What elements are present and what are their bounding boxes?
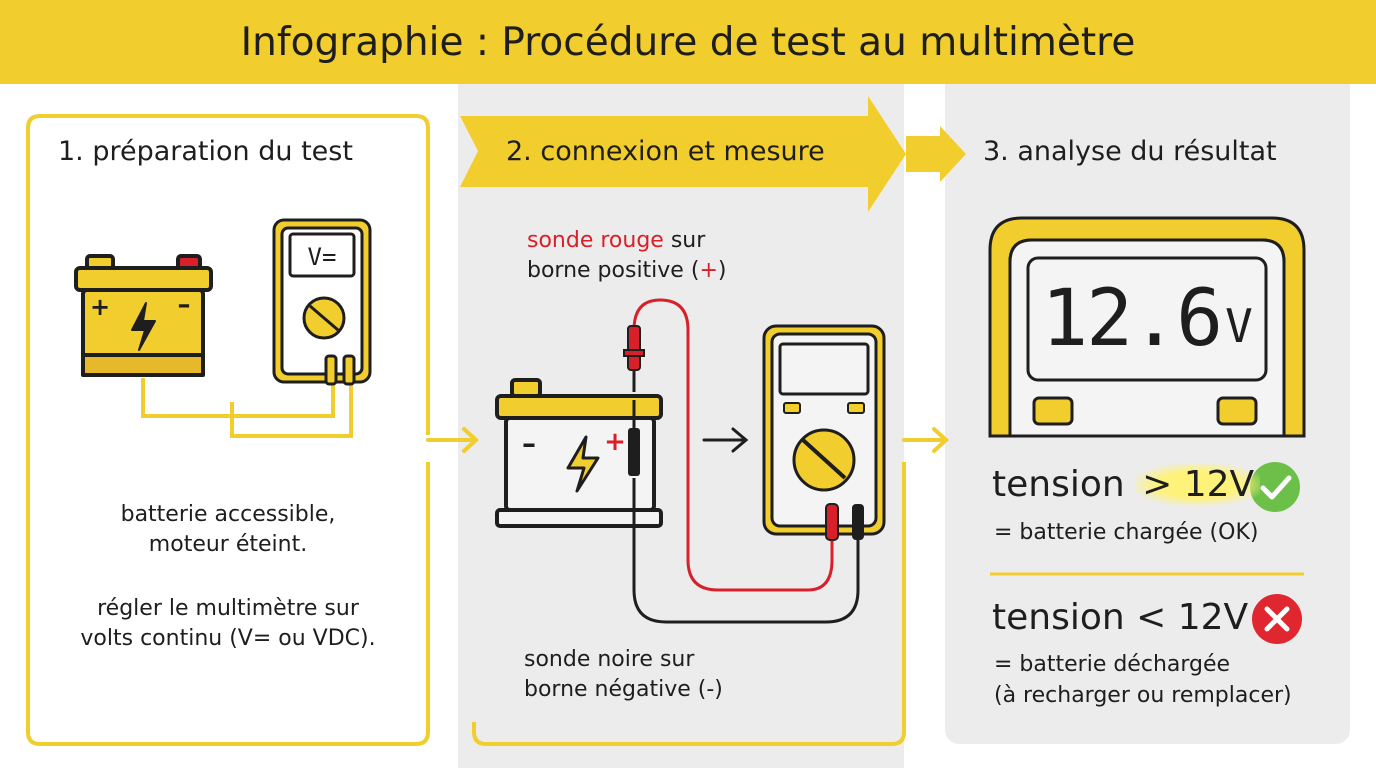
step-2-frame bbox=[472, 462, 906, 746]
red-probe-wire bbox=[632, 298, 834, 592]
note-line: = batterie déchargée bbox=[994, 652, 1231, 677]
multimeter-display-label: V= bbox=[307, 243, 337, 271]
result-prefix: tension bbox=[992, 597, 1137, 638]
note-line: moteur éteint. bbox=[148, 532, 308, 557]
reading-value: 12.6 bbox=[1041, 274, 1223, 364]
multimeter-display bbox=[988, 216, 1306, 438]
result-threshold: < 12V bbox=[1136, 597, 1249, 638]
red-probe-icon bbox=[623, 325, 645, 392]
step-2-title: 2. connexion et mesure bbox=[506, 136, 825, 167]
step-2-banner bbox=[460, 96, 906, 212]
red-probe-label: sonde rouge sur borne positive (+) bbox=[527, 226, 726, 286]
step-1-title: 1. préparation du test bbox=[58, 136, 353, 167]
minus-sign: – bbox=[522, 427, 536, 460]
plus-symbol: + bbox=[699, 258, 718, 283]
multimeter-icon bbox=[762, 324, 886, 536]
result-ok-heading: tension > 12V bbox=[992, 464, 1261, 505]
result-fail-heading: tension < 12V bbox=[992, 597, 1248, 638]
note-line: sur bbox=[663, 228, 706, 253]
note-line: batterie accessible, bbox=[120, 502, 336, 527]
note-line: régler le multimètre sur bbox=[97, 596, 359, 621]
check-icon bbox=[1250, 462, 1300, 512]
note-line: (à recharger ou remplacer) bbox=[994, 683, 1292, 708]
black-probe-label: sonde noire sur borne négative (-) bbox=[524, 645, 723, 705]
header-bar: Infographie : Procédure de test au multi… bbox=[0, 0, 1376, 84]
step-1-note-battery: batterie accessible, moteur éteint. bbox=[28, 500, 428, 560]
multimeter-probes bbox=[825, 503, 864, 541]
arrow-right-icon bbox=[702, 427, 749, 453]
red-probe-highlight: sonde rouge bbox=[527, 228, 664, 253]
reading-unit: V bbox=[1225, 299, 1253, 353]
page-title: Infographie : Procédure de test au multi… bbox=[240, 19, 1136, 65]
note-line: borne négative (-) bbox=[524, 677, 723, 702]
reading-display: 12.6 V bbox=[1028, 258, 1266, 380]
wire bbox=[141, 378, 335, 418]
battery-icon bbox=[495, 378, 663, 528]
plus-sign: + bbox=[604, 427, 626, 457]
black-probe-wire bbox=[632, 478, 860, 624]
result-threshold: > 12V bbox=[1136, 464, 1261, 505]
result-ok-desc: = batterie chargée (OK) bbox=[994, 520, 1259, 545]
result-fail-desc: = batterie déchargée (à recharger ou rem… bbox=[994, 649, 1292, 711]
battery-icon bbox=[74, 254, 213, 377]
step-3-title: 3. analyse du résultat bbox=[983, 136, 1277, 167]
note-line: volts continu (V= ou VDC). bbox=[80, 626, 376, 651]
wire bbox=[230, 384, 353, 438]
step-1-frame bbox=[26, 114, 430, 746]
arrow-right-icon bbox=[426, 427, 479, 453]
arrow-right-icon bbox=[906, 126, 966, 182]
note-line: ) bbox=[717, 258, 727, 283]
minus-sign: – bbox=[178, 290, 191, 320]
result-prefix: tension bbox=[992, 464, 1137, 505]
cross-icon bbox=[1252, 594, 1302, 644]
note-line: sonde noire sur bbox=[524, 647, 695, 672]
arrow-right-icon bbox=[902, 427, 949, 453]
black-probe-icon bbox=[628, 400, 640, 476]
note-line: borne positive ( bbox=[527, 258, 700, 283]
plus-sign: + bbox=[90, 293, 110, 321]
multimeter-icon bbox=[272, 218, 372, 386]
step-1-note-multimeter: régler le multimètre sur volts continu (… bbox=[28, 594, 428, 654]
